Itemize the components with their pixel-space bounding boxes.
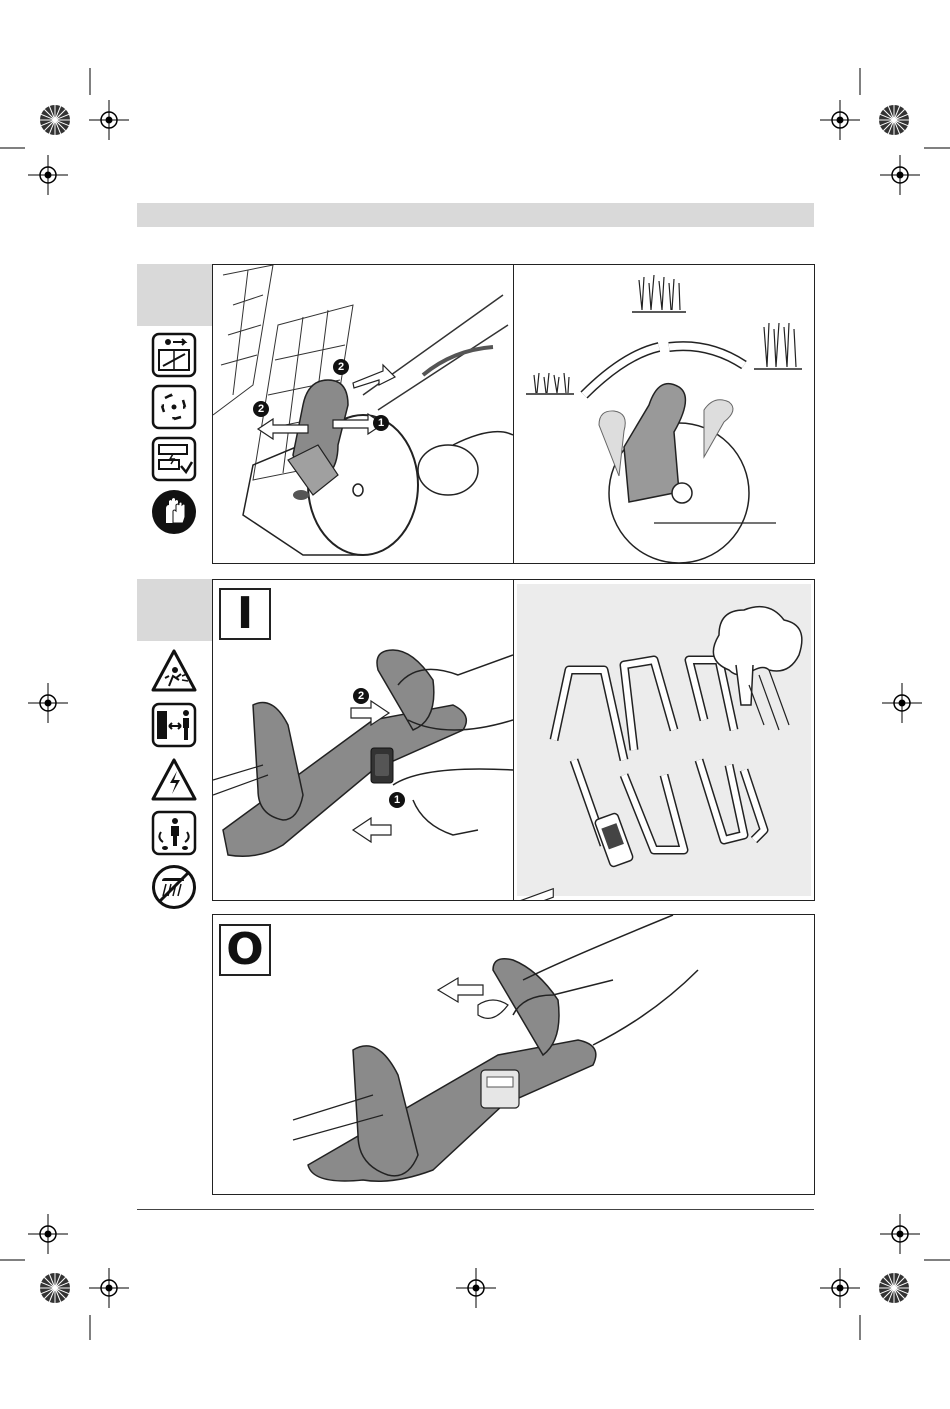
header-bar — [137, 203, 814, 227]
footer-rule — [137, 1209, 814, 1210]
step-2-badge: 2 — [353, 688, 369, 704]
section-tab-1 — [137, 264, 212, 326]
figure-mowing-pattern — [513, 579, 815, 901]
read-manual-icon — [151, 332, 197, 378]
figure-blade-adjust: 2 2 1 — [212, 264, 514, 564]
figure-cutting-height — [513, 264, 815, 564]
figure-switch-on: I 2 1 — [212, 579, 514, 901]
step-2-badge-b: 2 — [333, 359, 349, 375]
step-1-badge: 1 — [389, 792, 405, 808]
figure-switch-off: O — [212, 914, 815, 1195]
step-2-badge-a: 2 — [253, 401, 269, 417]
no-rain-icon — [151, 864, 197, 910]
bystander-warning-icon — [151, 810, 197, 856]
keep-distance-icon — [151, 702, 197, 748]
section-tab-2 — [137, 579, 212, 641]
gloves-icon — [151, 489, 197, 535]
warning-projectile-icon — [151, 648, 197, 694]
battery-charge-icon — [151, 436, 197, 482]
mode-on-label: I — [219, 588, 271, 640]
mode-off-label: O — [219, 924, 271, 976]
electric-hazard-icon — [151, 757, 197, 803]
step-1-badge: 1 — [373, 415, 389, 431]
recycle-icon — [151, 384, 197, 430]
